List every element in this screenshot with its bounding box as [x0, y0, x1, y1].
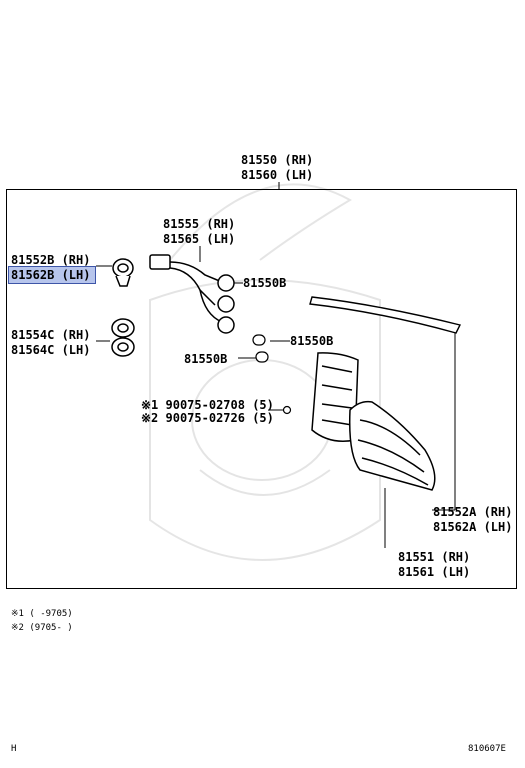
label-wire-lh[interactable]: 81565 (LH) — [163, 232, 236, 246]
label-socket-c-lh[interactable]: 81564C (LH) — [11, 343, 91, 357]
label-socket-b-lh[interactable]: 81562B (LH) — [11, 268, 91, 282]
footnote-2: ※2 (9705- ) — [11, 623, 73, 633]
screw-shape — [282, 405, 292, 415]
lamp-body-shape — [311, 352, 436, 491]
bulb-shapes — [252, 334, 269, 363]
drawing-code: 810607E — [468, 744, 506, 754]
label-gasket-lh[interactable]: 81562A (LH) — [433, 520, 513, 534]
label-socket-b-rh[interactable]: 81552B (RH) — [11, 253, 91, 267]
label-screw-1[interactable]: ※1 90075-02708 (5) — [141, 398, 274, 412]
gasket-strip-shape — [309, 296, 462, 334]
label-wire-rh[interactable]: 81555 (RH) — [163, 217, 236, 231]
socket-b-shape — [112, 258, 134, 287]
wire-harness-shape — [149, 254, 235, 334]
label-bulb-b[interactable]: 81550B — [290, 334, 334, 348]
label-assembly-lh[interactable]: 81560 (LH) — [241, 168, 314, 182]
label-bulb-c[interactable]: 81550B — [184, 352, 228, 366]
label-lens-rh[interactable]: 81551 (RH) — [398, 550, 471, 564]
label-assembly-rh[interactable]: 81550 (RH) — [241, 153, 314, 167]
label-lens-lh[interactable]: 81561 (LH) — [398, 565, 471, 579]
diagram-frame — [6, 189, 517, 589]
footnote-1: ※1 ( -9705) — [11, 609, 73, 619]
label-gasket-rh[interactable]: 81552A (RH) — [433, 505, 513, 519]
label-screw-2[interactable]: ※2 90075-02726 (5) — [141, 411, 274, 425]
footer-mark: H — [11, 744, 17, 754]
highlighted-part-box[interactable] — [8, 266, 96, 284]
socket-c-shape — [111, 318, 135, 357]
label-bulb-a[interactable]: 81550B — [243, 276, 287, 290]
label-socket-c-rh[interactable]: 81554C (RH) — [11, 328, 91, 342]
